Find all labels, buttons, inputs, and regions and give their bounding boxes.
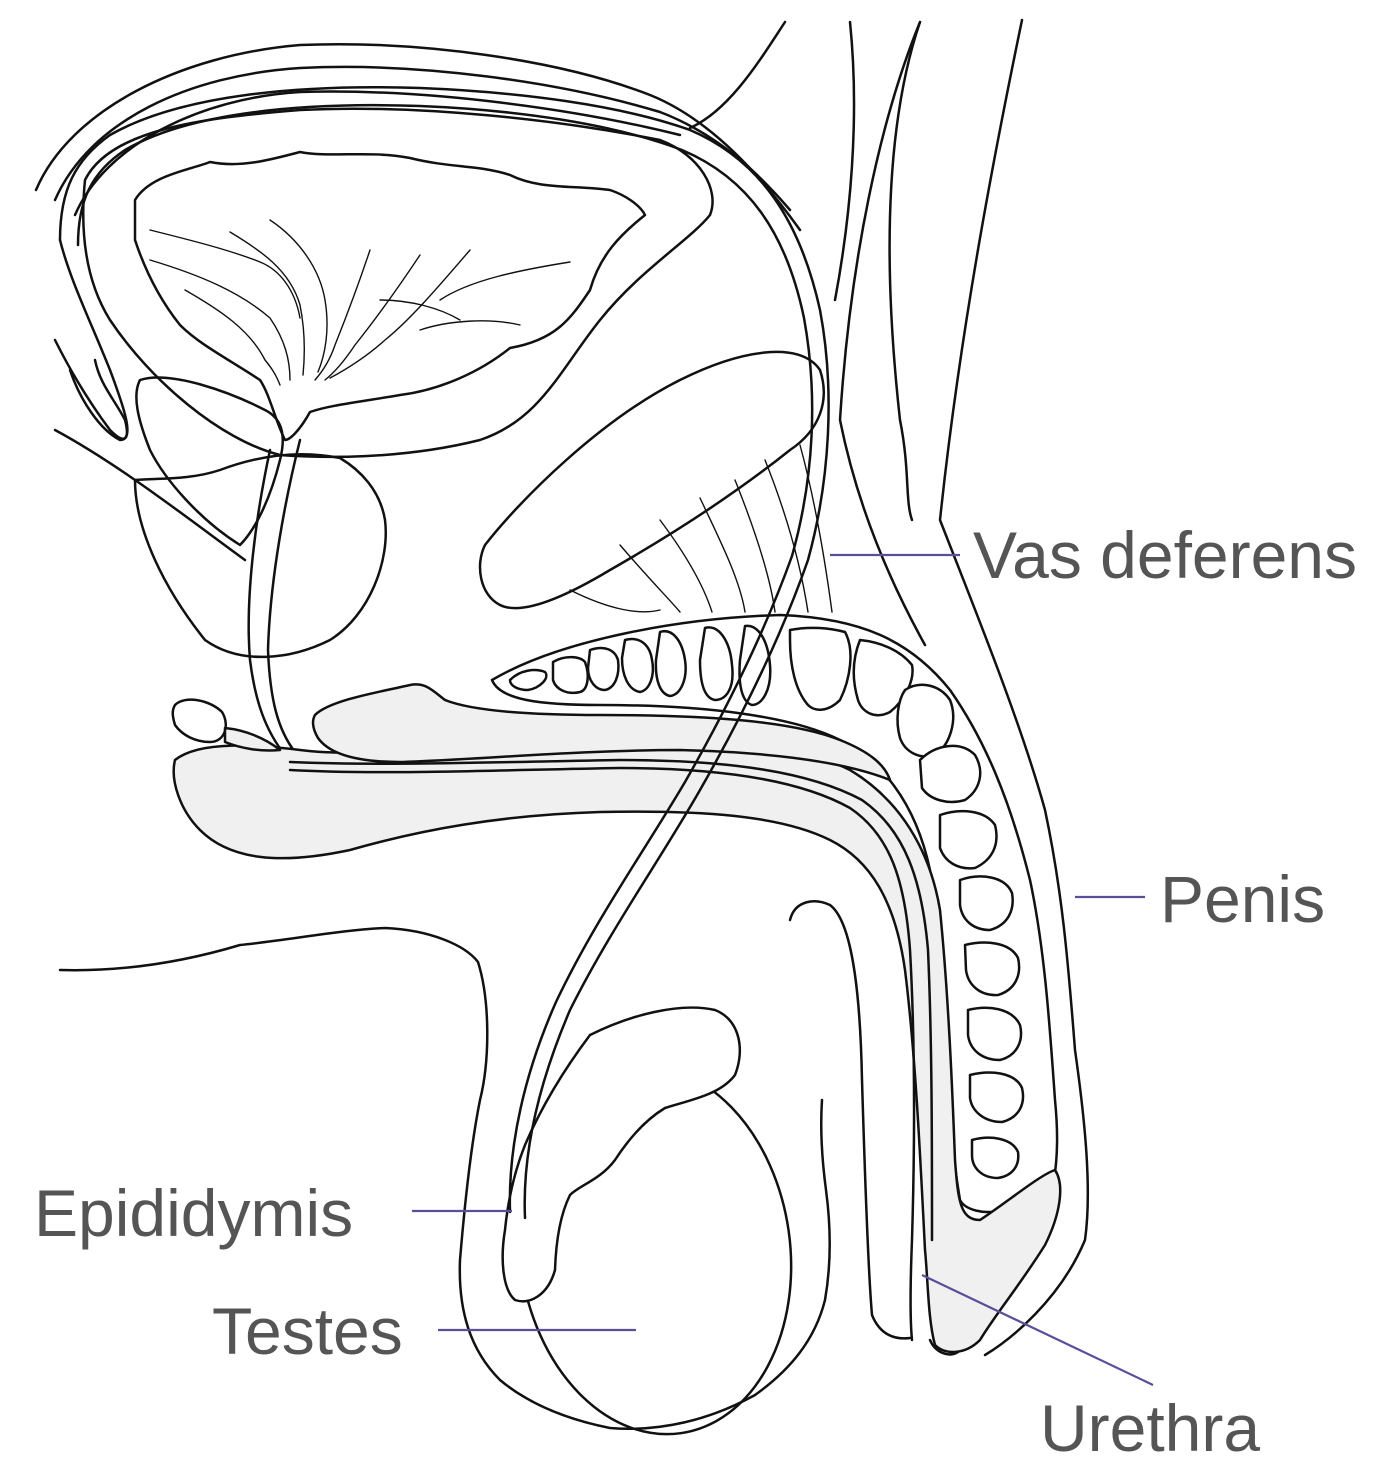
abdomen-back-line (690, 22, 785, 128)
epididymis-label: Epididymis (34, 1180, 353, 1246)
bladder-lumen (135, 152, 645, 440)
bulbourethral-gland (173, 700, 226, 742)
pubic-region-line (835, 22, 854, 300)
abdomen-inner-line (840, 22, 925, 645)
epididymis (503, 1008, 740, 1302)
rectum-outline (60, 240, 127, 440)
urethra-label: Urethra (1040, 1395, 1260, 1461)
penile-shaft-outline (790, 901, 910, 1338)
vas-deferens-label: Vas deferens (973, 522, 1357, 588)
seminal-vesicle-bulb (136, 377, 282, 545)
penis-label: Penis (1160, 866, 1325, 932)
bladder-wall-outer (83, 109, 712, 457)
bladder-folds (150, 220, 570, 385)
ejaculatory-duct (249, 450, 285, 755)
suspensory-ligament (570, 445, 832, 612)
testes-label: Testes (212, 1298, 403, 1364)
